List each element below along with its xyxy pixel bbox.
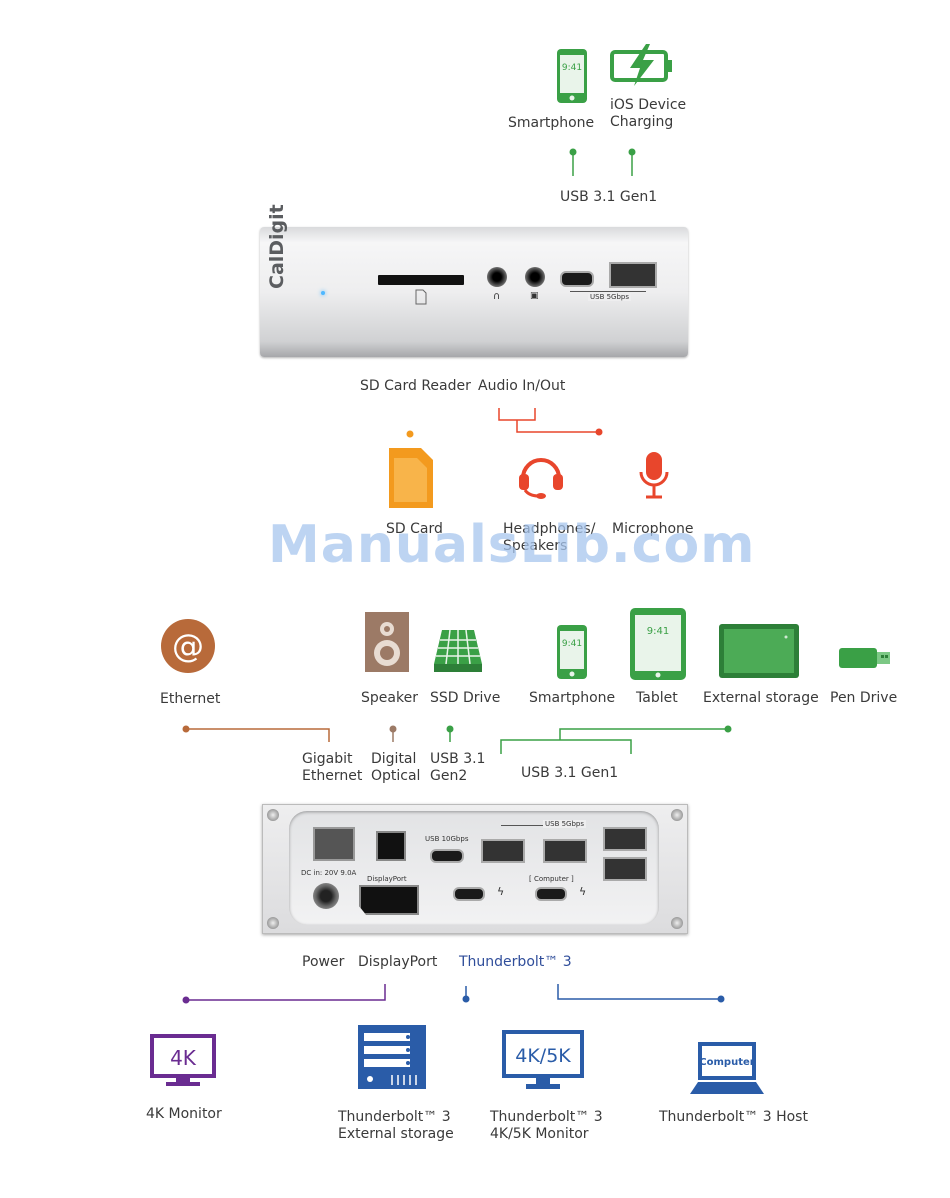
tb-monitor-label: Thunderbolt™ 3 4K/5K Monitor	[490, 1109, 603, 1142]
sd-slot-icon	[415, 289, 427, 305]
power-label: Power	[302, 954, 345, 970]
phone-rear-time: 9:41	[562, 639, 582, 649]
usb-top-connectors	[569, 148, 636, 176]
computer-label: [ Computer ]	[529, 875, 574, 883]
optical-label: Digital Optical	[371, 751, 421, 784]
ethernet-icon: @	[161, 619, 215, 673]
usb-speed-label: USB 5Gbps	[588, 293, 632, 301]
usb-gen1-top-label: USB 3.1 Gen1	[560, 189, 658, 205]
power-port[interactable]	[313, 883, 339, 909]
usb-a-port-2[interactable]	[543, 839, 587, 863]
monitor-4k-icon: 4K	[150, 1034, 216, 1086]
battery-charging-icon	[610, 44, 672, 86]
tablet-time: 9:41	[647, 626, 669, 637]
usb10-label: USB 10Gbps	[425, 835, 469, 843]
sd-reader-label: SD Card Reader	[360, 378, 471, 394]
tb-storage-icon	[358, 1025, 426, 1089]
rear-panel: USB 10Gbps USB 5Gbps DC in: 20V 9.0A Dis…	[262, 804, 688, 934]
ssd-label: SSD Drive	[430, 690, 501, 706]
ios-charging-label: iOS Device Charging	[610, 97, 687, 130]
screw-bl	[267, 917, 279, 929]
headphone-jack[interactable]	[487, 267, 507, 287]
headphone-icon: ∩	[493, 291, 501, 302]
microphone-label: Microphone	[612, 521, 694, 537]
tb-monitor-text: 4K/5K	[515, 1045, 571, 1067]
usb-gen1-rear-label: USB 3.1 Gen1	[521, 765, 619, 781]
tb-storage-label: Thunderbolt™ 3 External storage	[338, 1109, 454, 1142]
microphone-jack-icon: ▣	[530, 291, 539, 301]
brand-logo: CalDigit	[266, 204, 288, 289]
usb-c-10gbps-port[interactable]	[430, 849, 464, 863]
external-storage-icon	[719, 624, 799, 678]
thunderbolt-port-1[interactable]	[453, 887, 485, 901]
thunderbolt-label: Thunderbolt™ 3	[459, 954, 572, 970]
usb-a-port-3[interactable]	[603, 827, 647, 851]
speaker-icon	[365, 612, 409, 672]
status-led	[321, 291, 325, 295]
monitor-4k-text: 4K	[170, 1046, 197, 1070]
phone-time: 9:41	[562, 63, 582, 73]
pen-drive-label: Pen Drive	[830, 690, 898, 706]
optical-port[interactable]	[376, 831, 406, 861]
gigabit-label: Gigabit Ethernet	[302, 751, 363, 784]
front-connectors	[406, 408, 603, 438]
screw-tr	[671, 809, 683, 821]
sd-card-slot[interactable]	[378, 275, 464, 285]
tb-host-label: Thunderbolt™ 3 Host	[659, 1109, 808, 1125]
ethernet-label: Ethernet	[160, 691, 221, 707]
headphones-label: Headphones/ Speakers	[503, 521, 596, 554]
screw-br	[671, 917, 683, 929]
dc-in-label: DC in: 20V 9.0A	[301, 869, 357, 877]
audio-label: Audio In/Out	[478, 378, 566, 394]
smartphone-label: Smartphone	[508, 115, 595, 131]
thunderbolt-port-2[interactable]	[535, 887, 567, 901]
usb-speed-marker	[570, 291, 646, 292]
external-storage-label: External storage	[703, 690, 819, 706]
headset-icon	[519, 458, 563, 499]
smartphone-icon: 9:41	[557, 49, 587, 103]
watermark: ManualsLib.com	[268, 515, 756, 575]
rear-upper-connectors	[182, 725, 732, 754]
thunderbolt-icon-2: ϟ	[579, 885, 587, 898]
smartphone-rear-icon: 9:41	[557, 625, 587, 679]
smartphone-rear-label: Smartphone	[529, 690, 616, 706]
rear-lower-connectors	[182, 984, 725, 1004]
thunderbolt-icon-1: ϟ	[497, 885, 505, 898]
usb5-label: USB 5Gbps	[543, 820, 587, 828]
displayport-port[interactable]	[359, 885, 419, 915]
screw-tl	[267, 809, 279, 821]
pen-drive-icon	[839, 648, 890, 668]
tb-host-text: Computer	[699, 1057, 754, 1068]
tb-monitor-icon: 4K/5K	[502, 1030, 584, 1089]
usb-gen2-label: USB 3.1 Gen2	[430, 751, 486, 784]
usb-a-port-4[interactable]	[603, 857, 647, 881]
front-panel: CalDigit ∩ ▣ USB 5Gbps	[260, 204, 688, 357]
displayport-label: DisplayPort	[367, 875, 407, 883]
displayport-out-label: DisplayPort	[358, 954, 438, 970]
microphone-jack[interactable]	[525, 267, 545, 287]
ssd-drive-icon	[434, 629, 482, 672]
usb-a-port-1[interactable]	[481, 839, 525, 863]
ethernet-port[interactable]	[313, 827, 355, 861]
tb-host-icon: Computer	[690, 1042, 764, 1094]
sd-card-label: SD Card	[386, 521, 443, 537]
monitor-4k-label: 4K Monitor	[146, 1106, 222, 1122]
tablet-label: Tablet	[636, 690, 678, 706]
speaker-label: Speaker	[361, 690, 418, 706]
svg-text:@: @	[172, 627, 204, 665]
usb-a-port-front[interactable]	[609, 262, 657, 288]
usb-c-port-front[interactable]	[560, 271, 594, 287]
tablet-icon: 9:41	[630, 608, 686, 680]
microphone-icon	[639, 452, 669, 499]
sd-card-icon	[389, 448, 433, 508]
